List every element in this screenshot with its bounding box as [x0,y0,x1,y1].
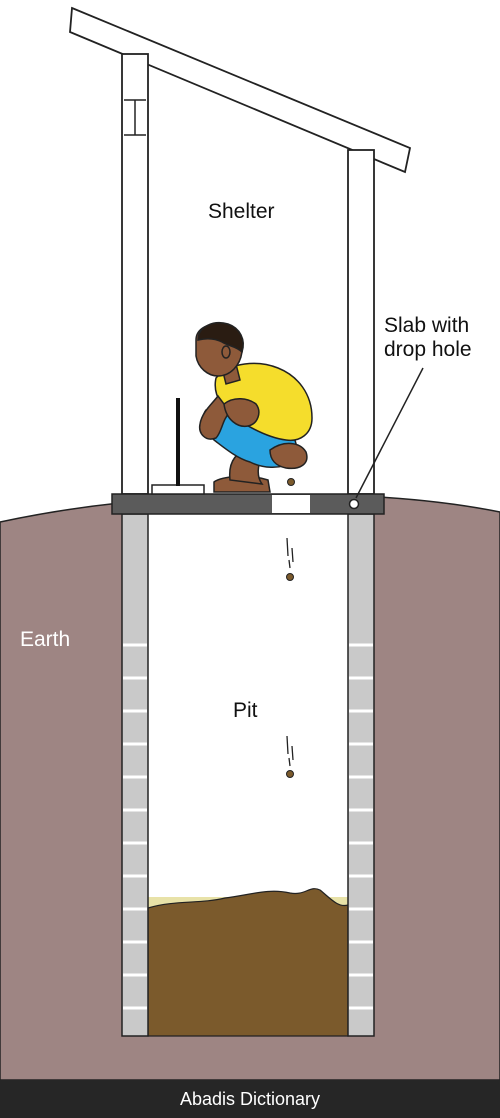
sludge [147,888,349,1037]
shelter-label: Shelter [208,200,275,223]
slab [111,493,385,515]
footrest-pad [151,484,205,495]
footer-watermark: Abadis Dictionary [0,1080,500,1118]
slab-label-line1: Slab with [384,314,470,337]
slab-label: Slab with drop hole [384,314,472,362]
pit-label: Pit [233,699,258,722]
shelter-post-left [121,53,149,495]
person-ear [221,345,231,359]
pit-wall-left [121,513,149,1037]
slab-pointer-dot [348,498,360,510]
slab-leader-line [355,367,424,499]
person-buttock [269,442,308,470]
drop-hole [272,495,310,513]
falling-drop-lower [286,735,294,778]
person-hair [197,322,244,354]
person-hand [223,398,260,428]
earth-label: Earth [20,628,71,651]
slab-label-line2: drop hole [384,338,472,361]
shelter-post-right [347,149,375,495]
squatting-person [195,322,313,493]
pit-wall-right [347,513,375,1037]
person-arm [198,394,231,440]
falling-drop-upper [286,537,294,581]
shelter-roof [69,6,412,174]
falling-drop-slab [287,478,295,486]
